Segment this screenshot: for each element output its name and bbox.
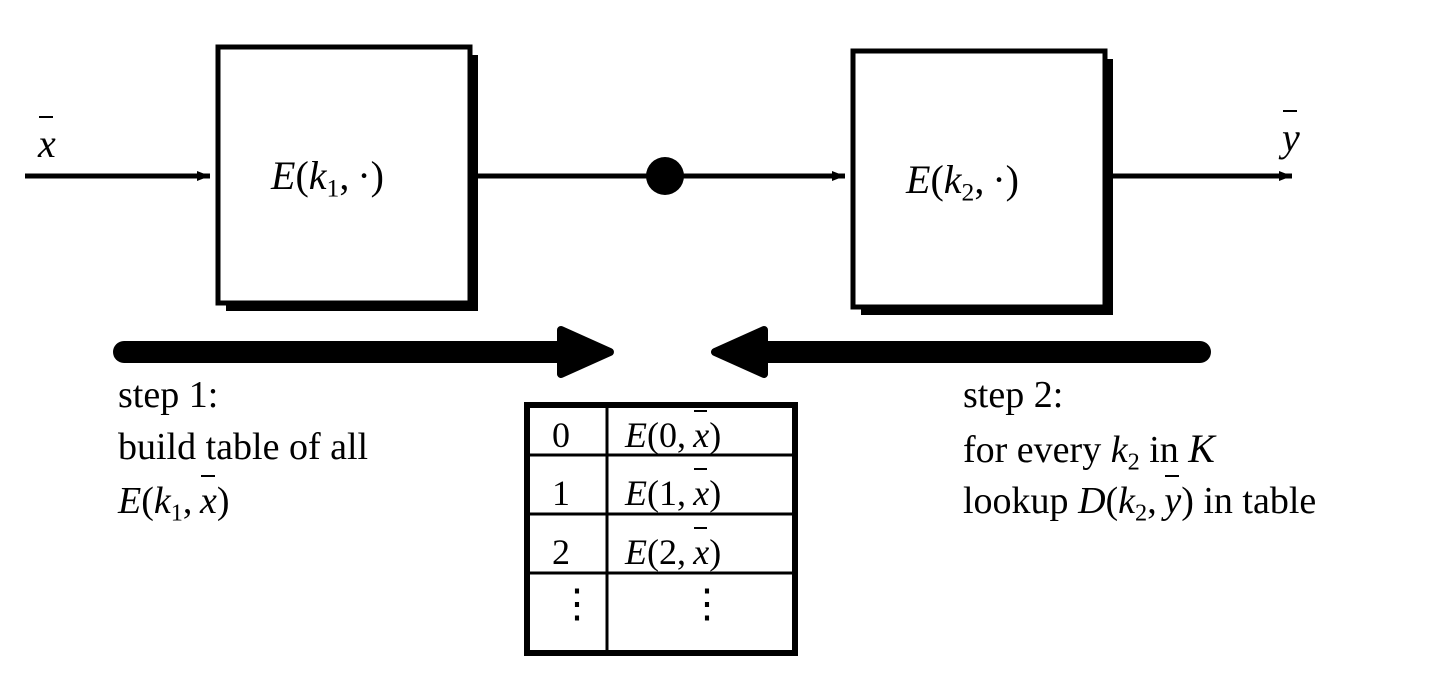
step-2-lookup-key: k [1118, 480, 1136, 522]
step-2-keyspace-symbol: K [1188, 426, 1215, 471]
block-1-body [215, 44, 473, 306]
table-cell-key-0: 0 [552, 415, 570, 455]
table-cell-arg2-2: x [693, 526, 709, 576]
table-row: 1 [552, 470, 570, 517]
step-2-lookup-prefix: lookup [963, 480, 1069, 522]
step-1-formula-key-subscript: 1 [170, 499, 183, 527]
table-cell-arg2-0: x [693, 409, 709, 459]
step-1-arrow [113, 326, 614, 378]
block-1-label: E(k1, ·) [271, 153, 384, 203]
step-2-heading: step 2: [963, 371, 1063, 420]
step-2-lookup-key-subscript: 2 [1135, 499, 1148, 527]
table-cell-key-2: 2 [552, 532, 570, 572]
table-row: E(1, x) [625, 467, 721, 517]
lookup-table-grid [524, 402, 798, 656]
block-1-arg: · [357, 153, 371, 198]
step-2-lookup-arg: y [1164, 474, 1181, 526]
step-1-formula-func: E [118, 480, 142, 522]
table-cell-arg2-1: x [693, 467, 709, 517]
block-1-key-subscript: 1 [326, 173, 340, 203]
table-cell-arg1-2: 2 [659, 532, 677, 572]
table-row: ⋮ [687, 578, 727, 630]
midpoint-dot-node [646, 157, 684, 195]
step-1-body-text: build table of all [118, 426, 369, 468]
table-row: 0 [552, 412, 570, 459]
step-1-heading-text: step 1: [118, 374, 219, 416]
table-row: 2 [552, 529, 570, 576]
step-2-arrow [711, 326, 1211, 378]
step-2-body: for every k2 in K [963, 423, 1215, 478]
table-cell-key-1: 1 [552, 473, 570, 513]
block-2-arg: · [992, 157, 1006, 202]
step-2-body-key: k [1110, 429, 1128, 471]
step-2-heading-text: step 2: [963, 374, 1064, 416]
table-row: E(2, x) [625, 526, 721, 576]
table-cell-func-2: E [625, 532, 647, 572]
table-cell-key-3: ⋮ [557, 581, 597, 626]
table-cell-value-3: ⋮ [687, 581, 727, 626]
table-cell-arg1-1: 1 [659, 473, 677, 513]
table-cell-arg1-0: 0 [659, 415, 677, 455]
block-2-key-subscript: 2 [961, 177, 975, 207]
block-2-label: E(k2, ·) [906, 157, 1019, 207]
block-2-body [850, 48, 1108, 310]
step-1-body: build table of all [118, 423, 368, 472]
encryption-block-1 [215, 44, 478, 311]
table-row: ⋮ [557, 578, 597, 630]
block-1-key: k [308, 153, 327, 198]
step-2-body-mid: in [1149, 429, 1179, 471]
table-outer-border [524, 402, 798, 656]
step-2-lookup-suffix: in table [1203, 480, 1317, 522]
input-label: x [38, 115, 56, 170]
step-1-formula: E(k1, x) [118, 474, 230, 529]
table-cell-func-0: E [625, 415, 647, 455]
block-2-key: k [943, 157, 962, 202]
block-1-func: E [271, 153, 296, 198]
step-2-body-key-subscript: 2 [1127, 448, 1140, 476]
step-1-heading: step 1: [118, 371, 218, 420]
block-2-func: E [906, 157, 931, 202]
step-1-formula-key: k [153, 480, 171, 522]
output-label: y [1282, 109, 1300, 164]
table-cell-func-1: E [625, 473, 647, 513]
table-row: E(0, x) [625, 409, 721, 459]
encryption-block-2 [850, 48, 1113, 315]
step-2-body-prefix: for every [963, 429, 1102, 471]
step-2-lookup: lookup D(k2, y) in table [963, 474, 1317, 529]
step-1-formula-arg: x [200, 474, 217, 526]
step-2-lookup-func: D [1078, 480, 1106, 522]
